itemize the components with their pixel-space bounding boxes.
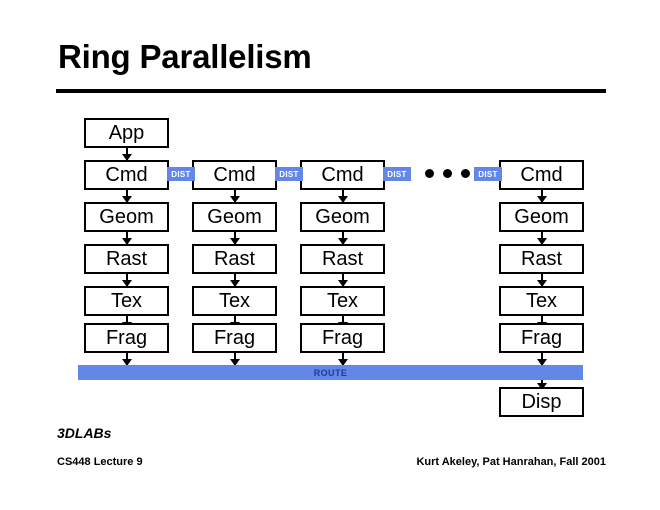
node-col4-rast: Rast (499, 244, 584, 274)
ellipsis-dot (461, 169, 470, 178)
node-col4-frag: Frag (499, 323, 584, 353)
node-col2-cmd: Cmd (192, 160, 277, 190)
arrow-col4-geom-rast (537, 232, 547, 245)
route-bus: ROUTE (78, 365, 583, 380)
arrow-col3-geom-rast (338, 232, 348, 245)
title-divider (56, 89, 606, 93)
node-col4-tex: Tex (499, 286, 584, 316)
dist-connector-3: DIST (383, 167, 411, 181)
arrow-col1-cmd-geom (122, 190, 132, 203)
arrow-col4-frag-route (537, 353, 547, 366)
node-col1-geom: Geom (84, 202, 169, 232)
dist-connector-1: DIST (167, 167, 195, 181)
arrow-col2-rast-tex (230, 274, 240, 287)
node-col1-rast: Rast (84, 244, 169, 274)
ellipsis-dot (443, 169, 452, 178)
ellipsis-dot (425, 169, 434, 178)
node-app: App (84, 118, 169, 148)
node-col4-cmd: Cmd (499, 160, 584, 190)
node-col1-frag: Frag (84, 323, 169, 353)
node-disp: Disp (499, 387, 584, 417)
ellipsis-indicator (425, 169, 470, 178)
node-col2-tex: Tex (192, 286, 277, 316)
arrow-col2-geom-rast (230, 232, 240, 245)
node-col3-cmd: Cmd (300, 160, 385, 190)
arrow-col3-frag-route (338, 353, 348, 366)
arrow-app-to-cmd (122, 148, 132, 161)
arrow-col1-rast-tex (122, 274, 132, 287)
footer-brand: 3DLABs (57, 425, 112, 441)
node-col2-frag: Frag (192, 323, 277, 353)
arrow-col1-geom-rast (122, 232, 132, 245)
arrow-col3-cmd-geom (338, 190, 348, 203)
arrow-col4-cmd-geom (537, 190, 547, 203)
route-bus-label: ROUTE (313, 367, 348, 378)
footer-course: CS448 Lecture 9 (57, 456, 143, 468)
dist-connector-2: DIST (275, 167, 303, 181)
node-col2-geom: Geom (192, 202, 277, 232)
node-col1-cmd: Cmd (84, 160, 169, 190)
node-col4-geom: Geom (499, 202, 584, 232)
arrow-col1-frag-route (122, 353, 132, 366)
arrow-col2-frag-route (230, 353, 240, 366)
arrow-route-to-disp (537, 380, 547, 390)
node-col3-rast: Rast (300, 244, 385, 274)
dist-connector-4: DIST (474, 167, 502, 181)
node-col3-geom: Geom (300, 202, 385, 232)
node-col2-rast: Rast (192, 244, 277, 274)
footer-authors: Kurt Akeley, Pat Hanrahan, Fall 2001 (416, 456, 606, 468)
arrow-col3-rast-tex (338, 274, 348, 287)
arrow-col4-rast-tex (537, 274, 547, 287)
node-col3-tex: Tex (300, 286, 385, 316)
arrow-col2-cmd-geom (230, 190, 240, 203)
node-col3-frag: Frag (300, 323, 385, 353)
node-col1-tex: Tex (84, 286, 169, 316)
page-title: Ring Parallelism (58, 38, 312, 75)
